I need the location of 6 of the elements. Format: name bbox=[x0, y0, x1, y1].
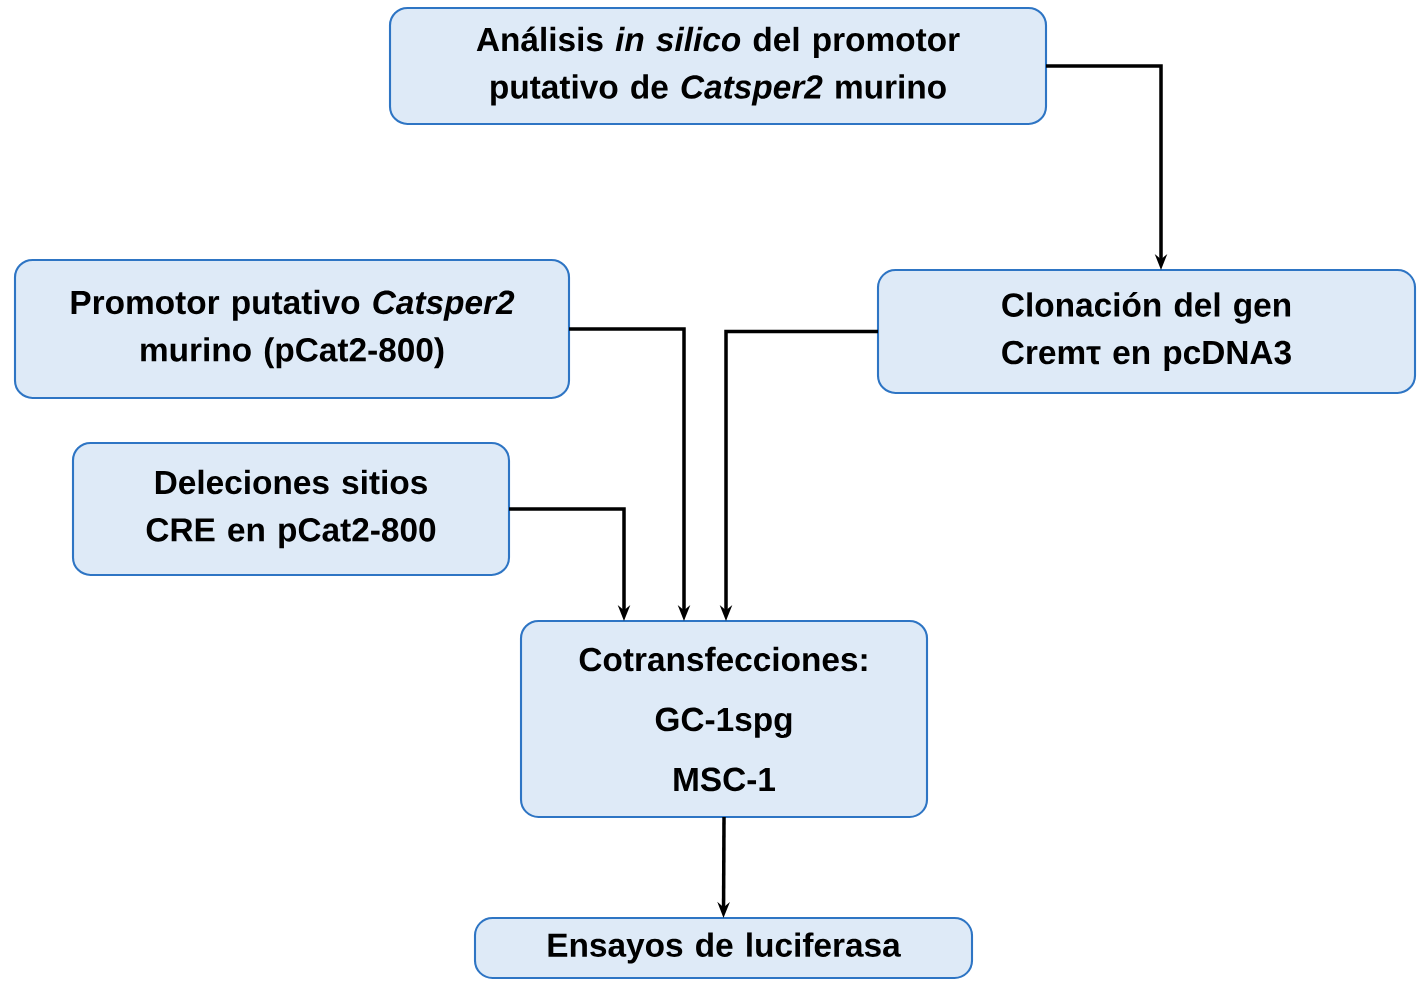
process-box: Cotransfecciones: GC-1spg MSC-1 bbox=[519, 619, 929, 819]
process-box: Análisis in silico del promotor putativo de Catsper2 murino bbox=[388, 6, 1048, 126]
process-box: Deleciones sitios CRE en pCat2-800 bbox=[71, 441, 511, 577]
process-box: Ensayos de luciferasa bbox=[473, 916, 974, 980]
process-box: Clonación del gen Cremτ en pcDNA3 bbox=[876, 268, 1417, 395]
process-box: Promotor putativo Catsper2 murino (pCat2-800) bbox=[13, 258, 571, 400]
